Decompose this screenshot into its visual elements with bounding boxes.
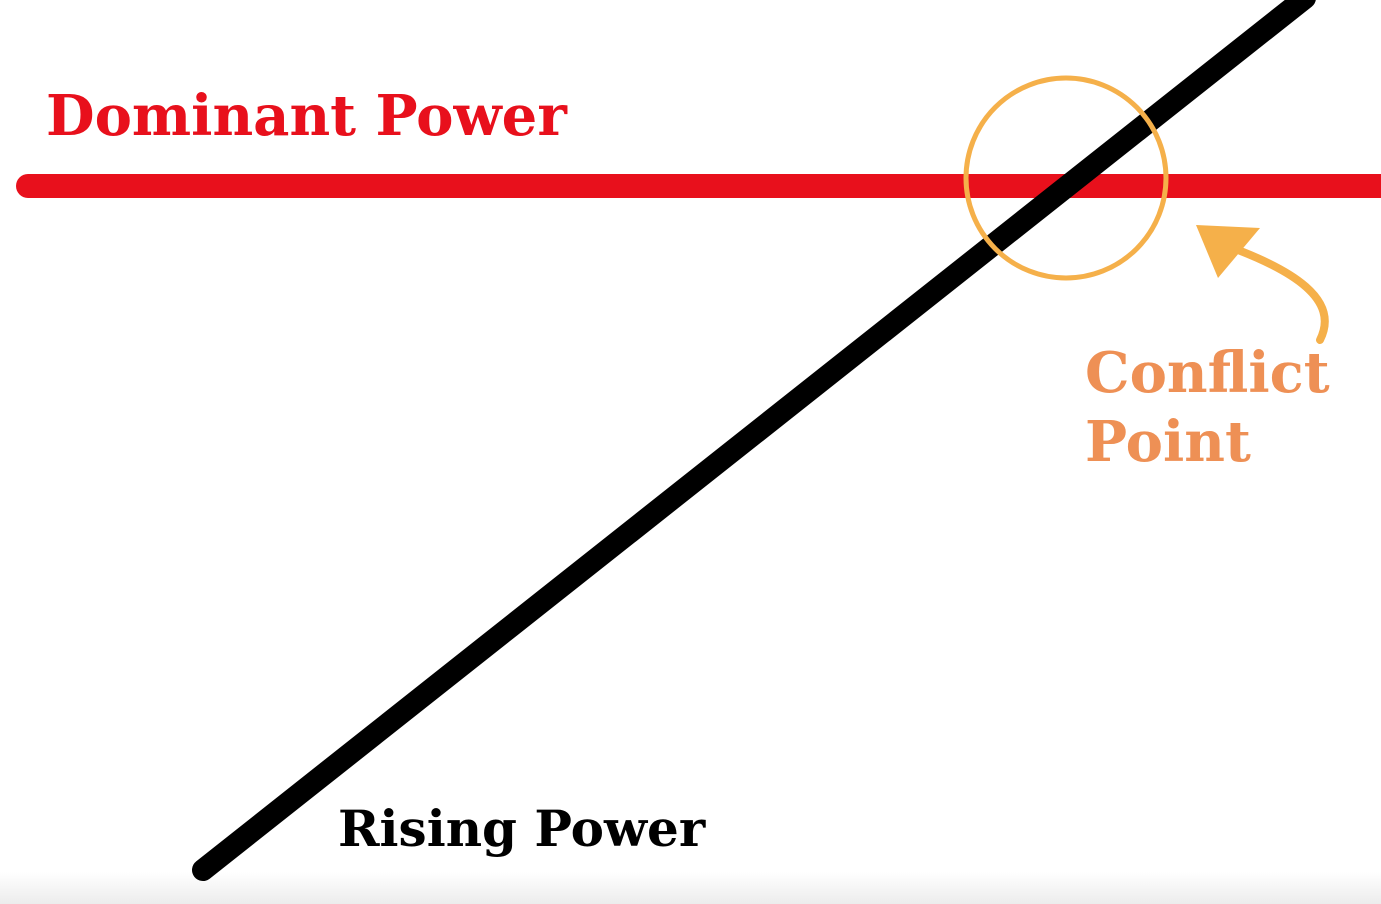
rising-power-label: Rising Power	[338, 799, 706, 858]
conflict-point-label-line2: Point	[1085, 409, 1251, 475]
rising-power-line	[192, 0, 1316, 881]
conflict-point-label-line1: Conflict	[1085, 340, 1330, 406]
conflict-arrow-shaft	[1218, 240, 1329, 344]
dominant-power-label: Dominant Power	[46, 83, 568, 149]
conflict-point-circle	[963, 75, 1169, 281]
conflict-arrow-head	[1196, 225, 1260, 278]
